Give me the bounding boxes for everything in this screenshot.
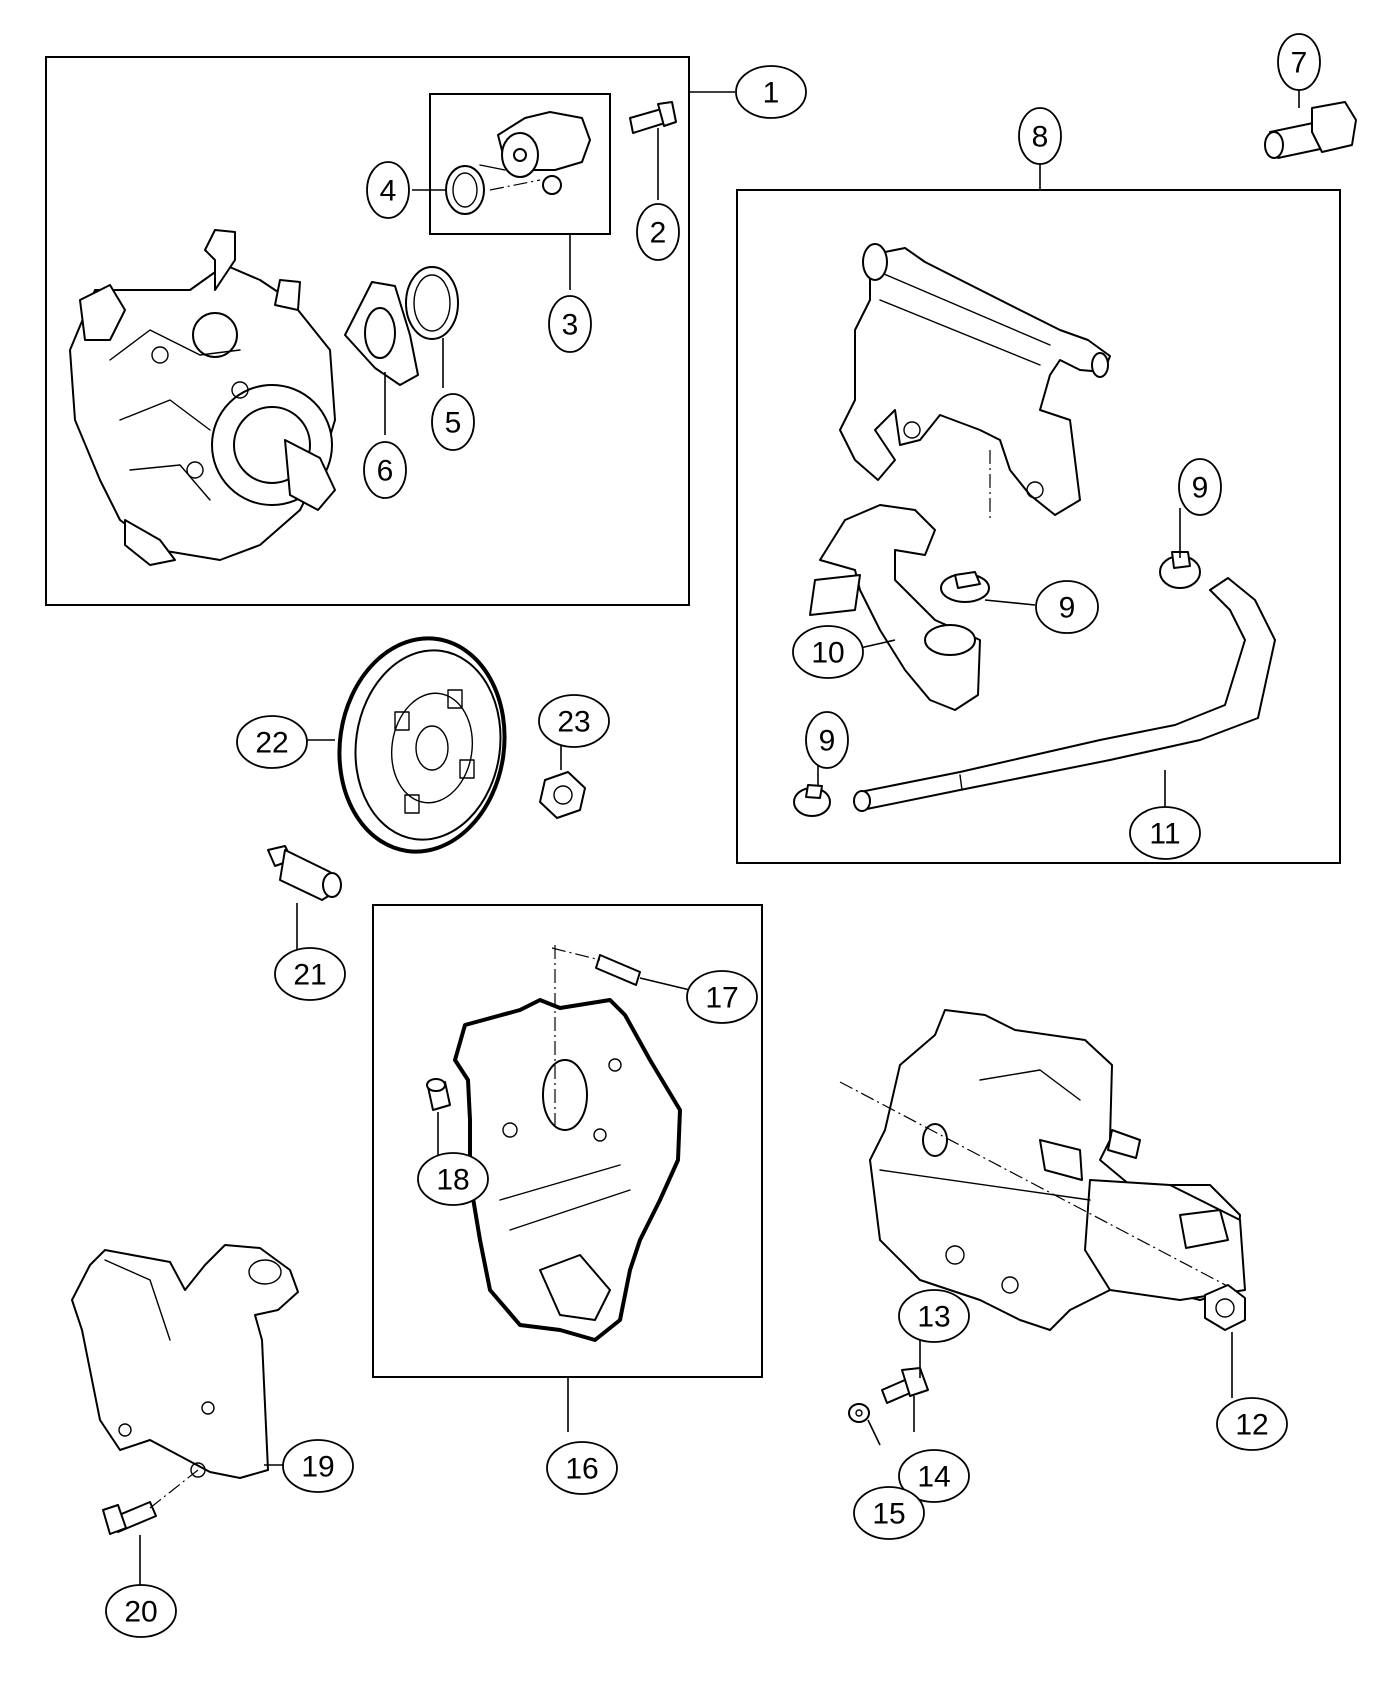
regulator-subassembly-frame <box>429 93 611 235</box>
pressure-regulator-valve <box>479 111 591 195</box>
callout-label: 5 <box>445 407 462 440</box>
regulator-screw <box>629 101 677 134</box>
washer <box>848 1403 870 1423</box>
callout-15: 15 <box>853 1486 925 1540</box>
pump-flange-gasket <box>344 281 419 386</box>
callout-label: 8 <box>1032 121 1049 154</box>
callout-1: 1 <box>735 65 807 119</box>
callout-19: 19 <box>282 1439 354 1493</box>
fuel-pump <box>69 229 336 566</box>
sprocket-nut <box>539 771 586 819</box>
callout-7: 7 <box>1277 33 1321 91</box>
callout-10: 10 <box>792 625 864 679</box>
callout-12: 12 <box>1216 1397 1288 1451</box>
timing-sensor <box>267 845 342 901</box>
heat-shield <box>71 1244 299 1479</box>
callout-23: 23 <box>538 694 610 748</box>
callout-9-lower: 9 <box>805 711 849 769</box>
callout-label: 23 <box>557 706 590 739</box>
callout-14: 14 <box>898 1449 970 1503</box>
callout-label: 1 <box>763 77 780 110</box>
callout-6: 6 <box>363 441 407 499</box>
callout-label: 11 <box>1149 818 1180 851</box>
callout-label: 9 <box>1059 592 1076 625</box>
pump-bracket-bolt <box>881 1367 929 1404</box>
callout-16: 16 <box>546 1441 618 1495</box>
callout-8: 8 <box>1018 107 1062 165</box>
cover-dowel <box>426 1078 451 1111</box>
callout-label: 9 <box>1192 472 1209 505</box>
callout-label: 7 <box>1291 47 1308 80</box>
callout-4: 4 <box>366 161 410 219</box>
o-ring-small <box>445 165 485 215</box>
fuel-rail-bracket <box>839 243 1111 520</box>
callout-2: 2 <box>636 203 680 261</box>
fuel-pump-side-view <box>839 1009 1246 1331</box>
pump-bolt <box>1264 101 1357 159</box>
callout-label: 10 <box>811 637 844 670</box>
callout-20: 20 <box>105 1584 177 1638</box>
callout-label: 13 <box>917 1301 950 1334</box>
callout-13: 13 <box>898 1289 970 1343</box>
callout-label: 12 <box>1235 1409 1268 1442</box>
callout-label: 3 <box>562 309 579 342</box>
pump-nut <box>1204 1284 1246 1331</box>
callout-22: 22 <box>236 715 308 769</box>
callout-18: 18 <box>417 1152 489 1206</box>
hose-clamp-right <box>1159 551 1201 589</box>
callout-label: 14 <box>917 1461 950 1494</box>
callout-label: 9 <box>819 725 836 758</box>
fuel-pump-assembly-frame <box>45 56 690 606</box>
leader-lines <box>139 86 1300 1588</box>
callout-3: 3 <box>548 295 592 353</box>
callout-label: 15 <box>872 1498 905 1531</box>
callout-label: 21 <box>293 959 326 992</box>
hose-clamp-upper <box>940 571 990 603</box>
callout-label: 2 <box>650 217 667 250</box>
pump-drive-sprocket <box>337 636 507 854</box>
cover-stud <box>551 947 641 986</box>
timing-cover <box>453 945 682 1342</box>
fuel-line-kit-frame <box>736 189 1341 864</box>
callout-11: 11 <box>1129 806 1201 860</box>
callout-9-upper: 9 <box>1035 580 1099 634</box>
callout-label: 19 <box>301 1451 334 1484</box>
hose-clamp-lower <box>793 784 831 817</box>
callout-label: 6 <box>377 455 394 488</box>
callout-9-right: 9 <box>1178 458 1222 516</box>
fuel-supply-tube <box>853 577 1276 812</box>
callout-21: 21 <box>274 947 346 1001</box>
callout-5: 5 <box>431 393 475 451</box>
fuel-return-hose <box>809 504 981 711</box>
callout-label: 16 <box>565 1453 598 1486</box>
callout-label: 4 <box>380 175 397 208</box>
callout-label: 17 <box>705 982 738 1015</box>
callout-label: 18 <box>436 1164 469 1197</box>
callout-label: 22 <box>255 727 288 760</box>
callout-label: 20 <box>124 1596 157 1629</box>
callout-17: 17 <box>686 970 758 1024</box>
shield-bolt <box>102 1469 199 1535</box>
